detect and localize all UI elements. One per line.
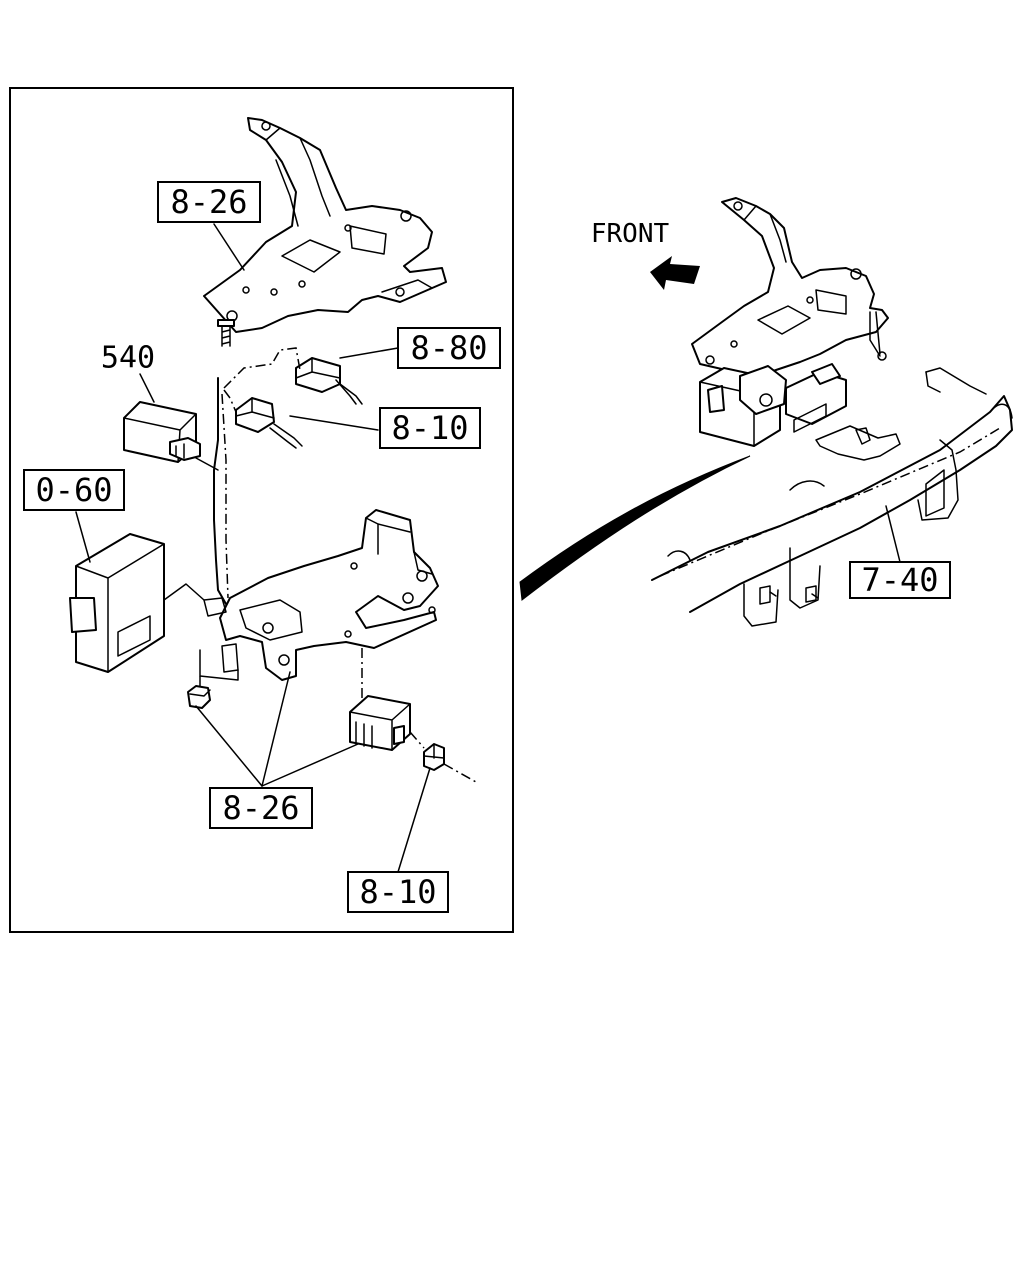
label-connector-a: 8-80 — [397, 327, 501, 369]
label-connector-b: 8-10 — [379, 407, 481, 449]
front-label: FRONT — [591, 219, 670, 249]
label-bracket-top-text: 8-26 — [170, 183, 247, 221]
nut — [187, 685, 211, 709]
assembly-bracket — [691, 197, 889, 383]
assembly-column — [651, 367, 1013, 627]
label-connector-b-text: 8-10 — [391, 409, 468, 447]
label-module: 0-60 — [23, 469, 125, 511]
label-connector-c: 8-10 — [347, 871, 449, 913]
screw — [217, 319, 235, 347]
module-0-60 — [69, 533, 165, 673]
leader-lines — [75, 223, 431, 873]
assembly-module — [699, 311, 881, 447]
label-bracket-top: 8-26 — [157, 181, 261, 223]
label-connector-a-text: 8-80 — [410, 329, 487, 367]
label-relay: 540 — [101, 341, 155, 376]
detail-callout-swoosh — [519, 455, 751, 601]
connector-8-80 — [295, 357, 363, 405]
label-column-text: 7-40 — [861, 561, 938, 599]
label-column: 7-40 — [849, 561, 951, 599]
connector-8-10-upper — [235, 397, 303, 449]
label-connector-c-text: 8-10 — [359, 873, 436, 911]
front-arrow-icon — [650, 256, 700, 290]
relay-540 — [123, 401, 201, 463]
detail-frame — [9, 87, 514, 933]
wire-harness — [163, 347, 477, 783]
assembly-leaders — [875, 311, 901, 563]
label-bracket-bottom-text: 8-26 — [222, 789, 299, 827]
connector-8-10-lower — [423, 743, 445, 771]
lower-relay — [349, 695, 411, 751]
lower-bracket — [199, 509, 439, 681]
label-module-text: 0-60 — [35, 471, 112, 509]
upper-bracket — [203, 117, 447, 333]
label-bracket-bottom: 8-26 — [209, 787, 313, 829]
